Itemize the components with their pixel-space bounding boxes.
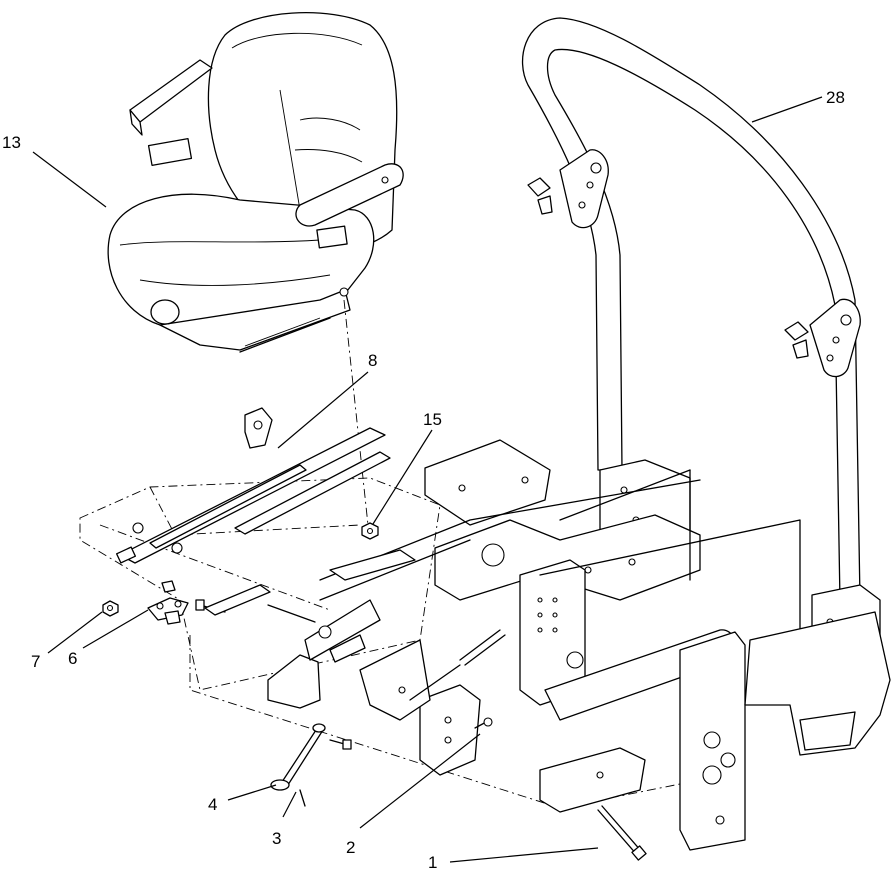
callout-leaders <box>32 96 823 863</box>
callout-15: 15 <box>423 410 442 429</box>
bracket-6 <box>147 580 189 625</box>
seat-assembly <box>107 12 404 353</box>
callout-8: 8 <box>368 351 377 370</box>
callout-28: 28 <box>826 88 845 107</box>
seat-mount-dashed-line <box>343 299 369 526</box>
main-frame <box>189 439 891 861</box>
callout-7: 7 <box>31 652 40 671</box>
seat-plate-rails <box>79 407 441 691</box>
nut-7 <box>102 600 119 617</box>
callout-labels: 1 2 3 4 6 7 8 13 15 28 <box>2 88 845 872</box>
callout-13: 13 <box>2 133 21 152</box>
callout-4: 4 <box>208 795 217 814</box>
callout-2: 2 <box>346 838 355 857</box>
callout-6: 6 <box>68 649 77 668</box>
callout-3: 3 <box>272 829 281 848</box>
nut-15 <box>361 522 379 540</box>
callout-1: 1 <box>428 853 437 872</box>
